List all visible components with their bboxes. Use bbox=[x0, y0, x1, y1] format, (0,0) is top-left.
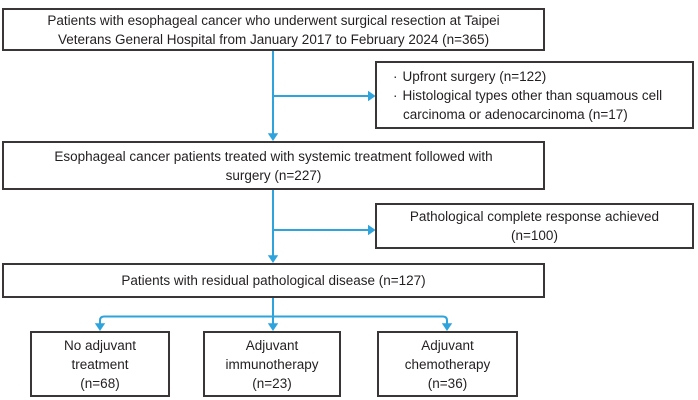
bullet-icon: · bbox=[393, 68, 398, 84]
excluded-item: ·Upfront surgery (n=122) bbox=[387, 67, 686, 86]
bullet-icon: · bbox=[393, 87, 398, 103]
node-pathological-complete-response: Pathological complete response achieved … bbox=[375, 203, 694, 249]
node-text-line: surgery (n=227) bbox=[225, 167, 322, 183]
excluded-item: ·Histological types other than squamous … bbox=[387, 86, 686, 124]
node-no-adjuvant-treatment: No adjuvant treatment (n=68) bbox=[30, 331, 170, 397]
arrowhead-immunotherapy bbox=[267, 323, 279, 331]
arrowhead-systemic bbox=[267, 133, 279, 141]
arrowhead-chemotherapy bbox=[441, 323, 453, 331]
node-adjuvant-immunotherapy: Adjuvant immunotherapy (n=23) bbox=[203, 331, 341, 397]
node-adjuvant-chemotherapy: Adjuvant chemotherapy (n=36) bbox=[377, 331, 518, 397]
node-text-line: Veterans General Hospital from January 2… bbox=[57, 31, 490, 47]
excluded-item-text: Upfront surgery (n=122) bbox=[402, 68, 547, 84]
node-text-line: Esophageal cancer patients treated with … bbox=[54, 148, 493, 164]
arrowhead-pcr bbox=[368, 224, 376, 236]
arrow-lines bbox=[99, 51, 448, 325]
node-text-line: No adjuvant bbox=[63, 337, 137, 353]
node-surgical-resection: Patients with esophageal cancer who unde… bbox=[2, 8, 545, 51]
arrowhead-residual bbox=[267, 255, 279, 263]
arrow-bottom-distributor bbox=[99, 315, 448, 325]
node-text-line: Patients with residual pathological dise… bbox=[121, 273, 426, 288]
node-systemic-treatment: Esophageal cancer patients treated with … bbox=[2, 141, 545, 190]
node-text-line: treatment bbox=[71, 356, 129, 372]
node-text-line: Patients with esophageal cancer who unde… bbox=[47, 12, 500, 28]
node-text-line: Adjuvant bbox=[421, 337, 474, 353]
node-excluded-initial: ·Upfront surgery (n=122) ·Histological t… bbox=[375, 61, 694, 129]
node-text-line: (n=36) bbox=[427, 375, 468, 391]
node-residual-disease: Patients with residual pathological dise… bbox=[2, 263, 545, 298]
excluded-item-text: Histological types other than squamous c… bbox=[402, 87, 663, 122]
node-text-line: Pathological complete response achieved bbox=[409, 209, 660, 224]
arrowhead-excluded-initial bbox=[368, 90, 376, 102]
node-text-line: Adjuvant bbox=[245, 337, 299, 353]
node-text-line: (n=23) bbox=[252, 375, 292, 391]
arrow-heads bbox=[94, 90, 453, 331]
node-text-line: immunotherapy bbox=[225, 356, 319, 372]
arrowhead-no-adjuvant bbox=[94, 323, 106, 331]
node-text-line: chemotherapy bbox=[404, 356, 491, 372]
node-text-line: (n=100) bbox=[511, 228, 558, 243]
node-text-line: (n=68) bbox=[80, 375, 120, 391]
